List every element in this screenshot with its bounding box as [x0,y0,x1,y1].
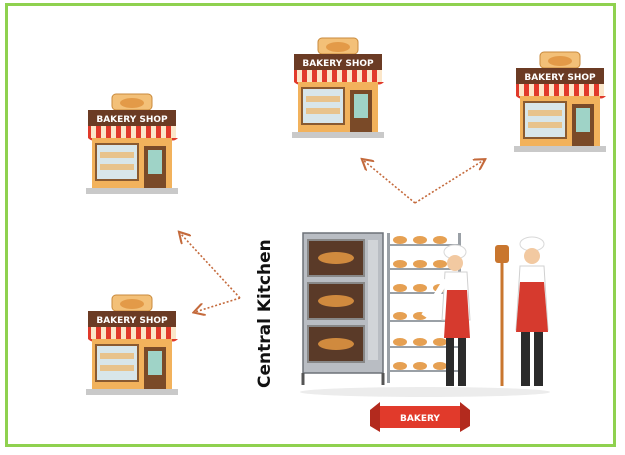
connector-arrows [180,160,484,312]
baker-with-peel-icon [495,236,549,386]
arrow-to-shop-left-upper [180,233,241,299]
shop-label: BAKERY SHOP [524,73,596,83]
bakery-shop-left-lower: BAKERY SHOP [85,294,179,396]
arrow-to-shop-top-right [414,160,484,204]
shop-label: BAKERY SHOP [96,316,168,326]
shop-label: BAKERY SHOP [96,115,168,125]
central-kitchen-label: Central Kitchen [255,239,275,388]
arrow-to-shop-top-center [363,160,416,204]
central-kitchen-illustration: BAKERY [300,232,550,432]
shop-label: BAKERY SHOP [302,59,374,69]
bakery-shop-top-center: BAKERY SHOP [291,37,385,139]
bakery-banner: BAKERY [370,402,470,432]
bakery-shop-left-upper: BAKERY SHOP [85,93,179,195]
bakery-shop-top-right: BAKERY SHOP [513,51,607,153]
baker-figure-icon [421,244,471,386]
arrow-to-shop-left-lower [195,297,241,312]
bakery-banner-label: BAKERY [400,414,440,424]
oven-stack-icon [301,232,385,385]
